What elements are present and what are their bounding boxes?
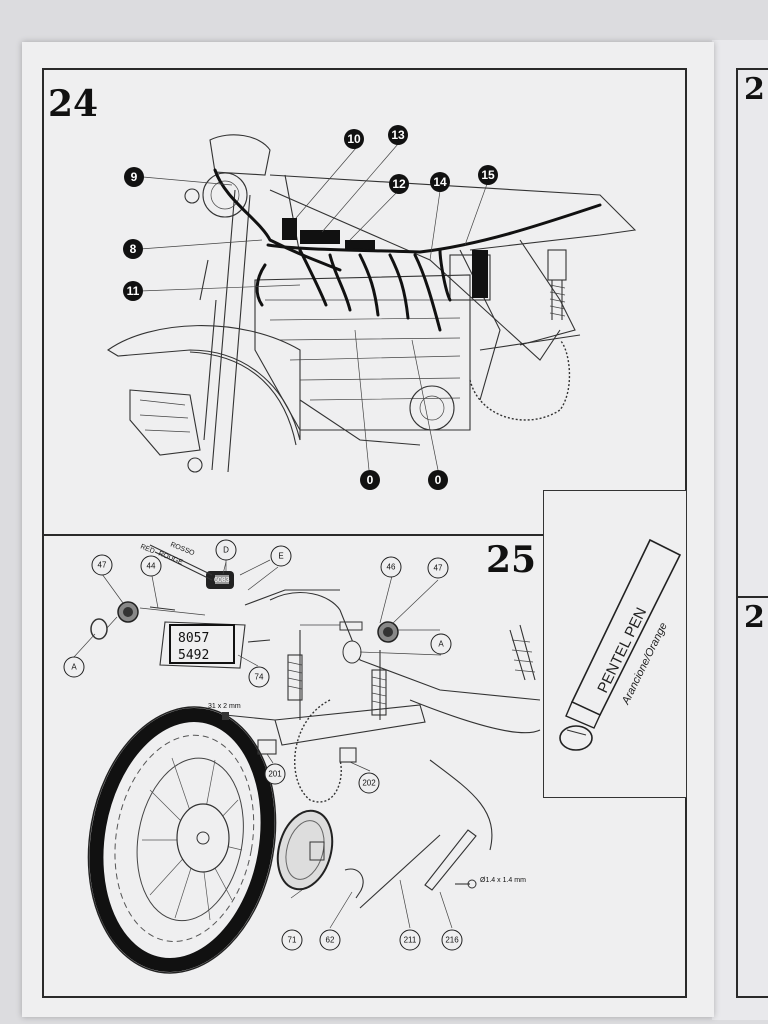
svg-text:12: 12 xyxy=(392,177,406,191)
next-page-divider xyxy=(736,596,768,598)
step25-rear-drawing xyxy=(73,544,541,974)
svg-text:A: A xyxy=(71,663,77,672)
callout-11: 11 xyxy=(123,281,143,301)
label-46: 46 xyxy=(380,556,402,578)
svg-text:A: A xyxy=(438,640,444,649)
svg-text:47: 47 xyxy=(98,561,107,570)
step-number-25: 25 xyxy=(486,539,537,581)
svg-text:0: 0 xyxy=(435,473,442,487)
svg-text:8: 8 xyxy=(130,242,137,256)
svg-text:211: 211 xyxy=(404,936,417,945)
svg-text:9: 9 xyxy=(131,170,138,184)
label-A-left: A xyxy=(63,656,85,678)
callout-15: 15 xyxy=(478,165,498,185)
svg-text:0: 0 xyxy=(367,473,374,487)
label-201: 201 xyxy=(264,763,286,785)
svg-text:RED: RED xyxy=(139,543,155,555)
label-47-right: 47 xyxy=(427,557,449,579)
label-211: 211 xyxy=(399,929,421,951)
callout-9: 9 xyxy=(124,167,144,187)
license-plate: 8057 5492 xyxy=(178,631,209,663)
label-A-right: A xyxy=(430,633,452,655)
next-page-edge xyxy=(712,40,768,1020)
label-D: D xyxy=(215,539,237,561)
svg-text:62: 62 xyxy=(326,936,335,945)
step24-motorcycle-drawing xyxy=(106,134,637,473)
label-216: 216 xyxy=(441,929,463,951)
next-page-frame xyxy=(736,68,768,998)
label-E: E xyxy=(270,545,292,567)
tail-lamp-label: 6083 xyxy=(214,577,230,584)
svg-text:D: D xyxy=(223,546,229,555)
next-page-step-number-top: 2 xyxy=(744,72,765,107)
step24-callouts: 9 10 13 8 12 14 15 11 0 0 xyxy=(123,125,498,490)
label-71: 71 xyxy=(281,929,303,951)
svg-text:47: 47 xyxy=(434,564,443,573)
svg-text:8057: 8057 xyxy=(178,631,209,646)
label-44: 44 xyxy=(140,555,162,577)
callout-8: 8 xyxy=(123,239,143,259)
svg-text:15: 15 xyxy=(481,168,495,182)
pentel-pen-drawing: PENTEL PEN Arancione/Orange xyxy=(559,538,682,751)
label-74: 74 xyxy=(248,666,270,688)
label-47-left: 47 xyxy=(91,554,113,576)
callout-0-left: 0 xyxy=(360,470,380,490)
svg-text:71: 71 xyxy=(288,936,297,945)
next-page-step-number-bottom: 2 xyxy=(744,600,765,635)
svg-text:202: 202 xyxy=(362,779,376,788)
svg-text:14: 14 xyxy=(433,175,447,189)
step-number-24: 24 xyxy=(48,83,99,125)
callout-14: 14 xyxy=(430,172,450,192)
callout-0-right: 0 xyxy=(428,470,448,490)
label-62: 62 xyxy=(319,929,341,951)
svg-text:5492: 5492 xyxy=(178,648,209,663)
callout-10: 10 xyxy=(344,129,364,149)
callout-13: 13 xyxy=(388,125,408,145)
svg-text:216: 216 xyxy=(445,936,459,945)
pin-dimension: Ø1.4 x 1.4 mm xyxy=(480,877,526,884)
step-divider xyxy=(42,534,687,536)
step25-part-labels: D E 47 44 A 46 47 A 74 201 202 71 62 211… xyxy=(63,539,463,951)
svg-text:201: 201 xyxy=(268,770,282,779)
svg-text:46: 46 xyxy=(387,563,396,572)
svg-text:13: 13 xyxy=(391,128,405,142)
svg-text:E: E xyxy=(278,552,283,561)
svg-text:10: 10 xyxy=(347,132,361,146)
svg-text:74: 74 xyxy=(255,673,264,682)
axle-dimension: 31 x 2 mm xyxy=(208,703,241,710)
svg-text:11: 11 xyxy=(127,284,140,298)
callout-12: 12 xyxy=(389,174,409,194)
svg-text:44: 44 xyxy=(147,562,156,571)
label-202: 202 xyxy=(358,772,380,794)
